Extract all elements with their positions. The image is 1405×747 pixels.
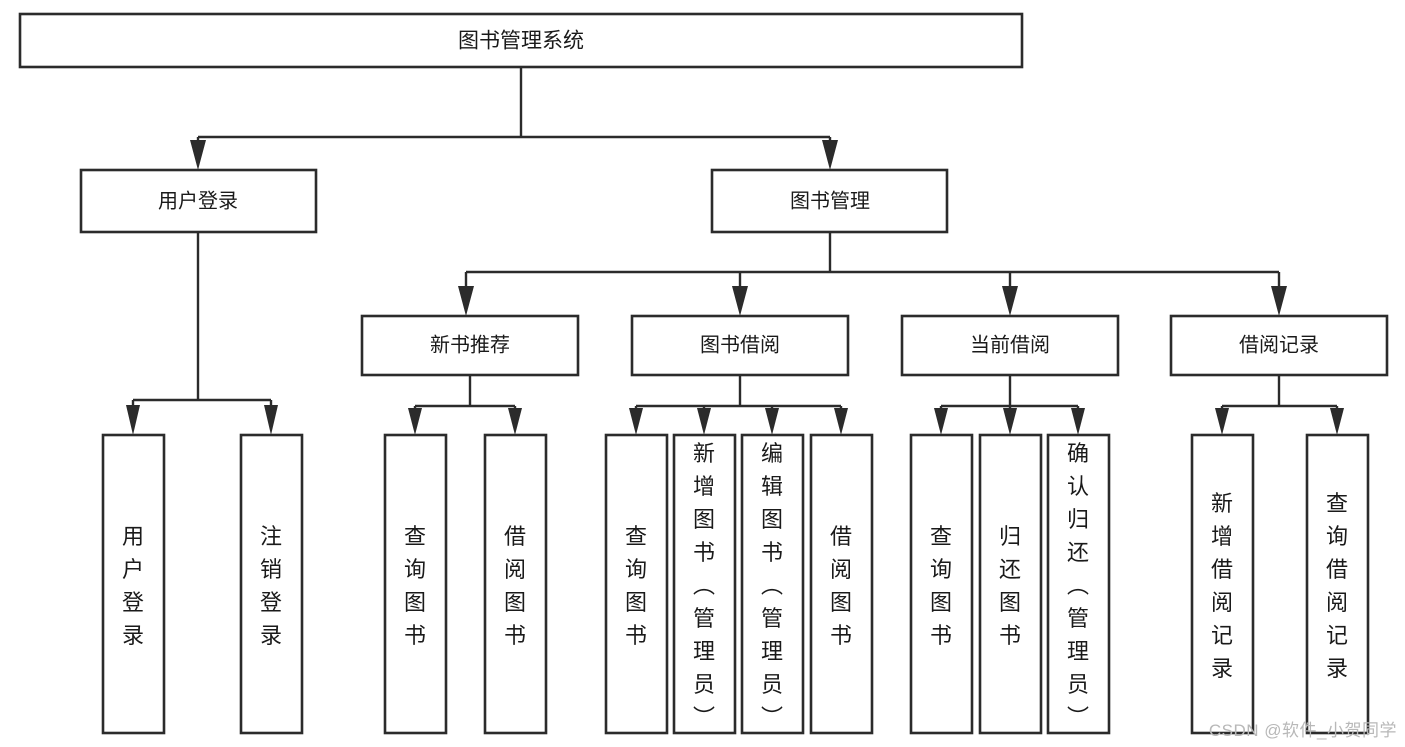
- node-book-borrow-label: 图书借阅: [700, 333, 780, 356]
- node-current-borrow-box[interactable]: [900, 314, 1120, 377]
- node-leaf-query-book-3-label: 查询图书: [930, 524, 952, 648]
- arrowhead-user-login: [190, 140, 206, 170]
- arrowhead-book-manage: [822, 140, 838, 170]
- arrowhead-leaf-return-book: [1003, 408, 1017, 435]
- arrowhead-leaf-query-book-2: [629, 408, 643, 435]
- arrowhead-leaf-add-record: [1215, 408, 1229, 435]
- node-borrow-record[interactable]: 借阅记录: [1169, 314, 1389, 377]
- node-leaf-query-book-3-box[interactable]: [909, 433, 974, 735]
- node-new-book-recommend-label: 新书推荐: [430, 333, 510, 356]
- node-root[interactable]: 图书管理系统: [18, 12, 1024, 69]
- node-user-login-label: 用户登录: [158, 189, 238, 212]
- csdn-watermark: CSDN @软件_小贺同学: [1208, 721, 1397, 740]
- node-leaf-query-book-1-label: 查询图书: [404, 524, 426, 648]
- node-leaf-confirm-return-label: 确认归还︵管理员︶: [1067, 441, 1089, 730]
- arrowhead-leaf-logout-login: [264, 405, 278, 435]
- node-leaf-borrow-book-1-box[interactable]: [483, 433, 548, 735]
- node-leaf-query-record[interactable]: 查询借阅记录: [1305, 433, 1370, 735]
- node-book-manage-label: 图书管理: [790, 189, 870, 212]
- node-leaf-logout-login-label: 注销登录: [260, 524, 282, 648]
- node-leaf-edit-book-box[interactable]: [740, 433, 805, 735]
- node-new-book-recommend[interactable]: 新书推荐: [360, 314, 580, 377]
- node-current-borrow[interactable]: 当前借阅: [900, 314, 1120, 377]
- node-leaf-logout-login[interactable]: 注销登录: [239, 433, 304, 735]
- node-leaf-query-book-3[interactable]: 查询图书: [909, 433, 974, 735]
- arrowhead-leaf-borrow-book-1: [508, 408, 522, 435]
- node-leaf-borrow-book-2-box[interactable]: [809, 433, 874, 735]
- node-leaf-query-record-box[interactable]: [1305, 433, 1370, 735]
- node-borrow-record-label: 借阅记录: [1239, 333, 1319, 356]
- arrowhead-new-book-recommend: [458, 286, 474, 316]
- arrowhead-current-borrow: [1002, 286, 1018, 316]
- node-root-label: 图书管理系统: [458, 30, 584, 53]
- node-leaf-query-book-2-label: 查询图书: [625, 524, 647, 648]
- node-user-login[interactable]: 用户登录: [79, 168, 318, 234]
- node-leaf-query-book-1-box[interactable]: [383, 433, 448, 735]
- node-leaf-query-book-2[interactable]: 查询图书: [604, 433, 669, 735]
- node-leaf-borrow-book-2-label: 借阅图书: [830, 524, 852, 648]
- node-leaf-user-login-box[interactable]: [101, 433, 166, 735]
- node-leaf-confirm-return-box[interactable]: [1046, 433, 1111, 735]
- node-leaf-query-record-label: 查询借阅记录: [1326, 491, 1348, 681]
- node-leaf-query-book-2-box[interactable]: [604, 433, 669, 735]
- node-book-borrow[interactable]: 图书借阅: [630, 314, 850, 377]
- node-leaf-return-book-label: 归还图书: [999, 524, 1021, 648]
- arrowhead-leaf-edit-book: [765, 408, 779, 435]
- arrowhead-leaf-add-book: [697, 408, 711, 435]
- arrowhead-leaf-borrow-book-2: [834, 408, 848, 435]
- node-leaf-edit-book-label: 编辑图书︵管理员︶: [761, 441, 783, 730]
- arrowhead-leaf-confirm-return: [1071, 408, 1085, 435]
- arrowhead-leaf-user-login: [126, 405, 140, 435]
- node-current-borrow-label: 当前借阅: [970, 333, 1050, 356]
- node-leaf-borrow-book-1[interactable]: 借阅图书: [483, 433, 548, 735]
- connectors-layer: [126, 67, 1344, 435]
- node-new-book-recommend-box[interactable]: [360, 314, 580, 377]
- node-leaf-add-book-box[interactable]: [672, 433, 737, 735]
- node-leaf-return-book-box[interactable]: [978, 433, 1043, 735]
- node-leaf-query-book-1[interactable]: 查询图书: [383, 433, 448, 735]
- node-leaf-add-record-box[interactable]: [1190, 433, 1255, 735]
- node-borrow-record-box[interactable]: [1169, 314, 1389, 377]
- node-leaf-user-login-label: 用户登录: [122, 524, 144, 648]
- node-leaf-add-record-label: 新增借阅记录: [1211, 491, 1233, 681]
- node-book-manage[interactable]: 图书管理: [710, 168, 949, 234]
- node-leaf-edit-book[interactable]: 编辑图书︵管理员︶: [740, 433, 805, 735]
- node-leaf-return-book[interactable]: 归还图书: [978, 433, 1043, 735]
- node-leaf-add-record[interactable]: 新增借阅记录: [1190, 433, 1255, 735]
- arrowhead-leaf-query-book-1: [408, 408, 422, 435]
- node-leaf-borrow-book-1-label: 借阅图书: [504, 524, 526, 648]
- arrowhead-leaf-query-record: [1330, 408, 1344, 435]
- node-leaf-user-login[interactable]: 用户登录: [101, 433, 166, 735]
- node-leaf-add-book[interactable]: 新增图书︵管理员︶: [672, 433, 737, 735]
- node-book-manage-box[interactable]: [710, 168, 949, 234]
- node-root-box[interactable]: [18, 12, 1024, 69]
- node-user-login-box[interactable]: [79, 168, 318, 234]
- node-book-borrow-box[interactable]: [630, 314, 850, 377]
- node-leaf-logout-login-box[interactable]: [239, 433, 304, 735]
- node-leaf-borrow-book-2[interactable]: 借阅图书: [809, 433, 874, 735]
- arrowhead-book-borrow: [732, 286, 748, 316]
- arrowhead-leaf-query-book-3: [934, 408, 948, 435]
- arrowhead-borrow-record: [1271, 286, 1287, 316]
- node-leaf-confirm-return[interactable]: 确认归还︵管理员︶: [1046, 433, 1111, 735]
- node-leaf-add-book-label: 新增图书︵管理员︶: [693, 441, 715, 730]
